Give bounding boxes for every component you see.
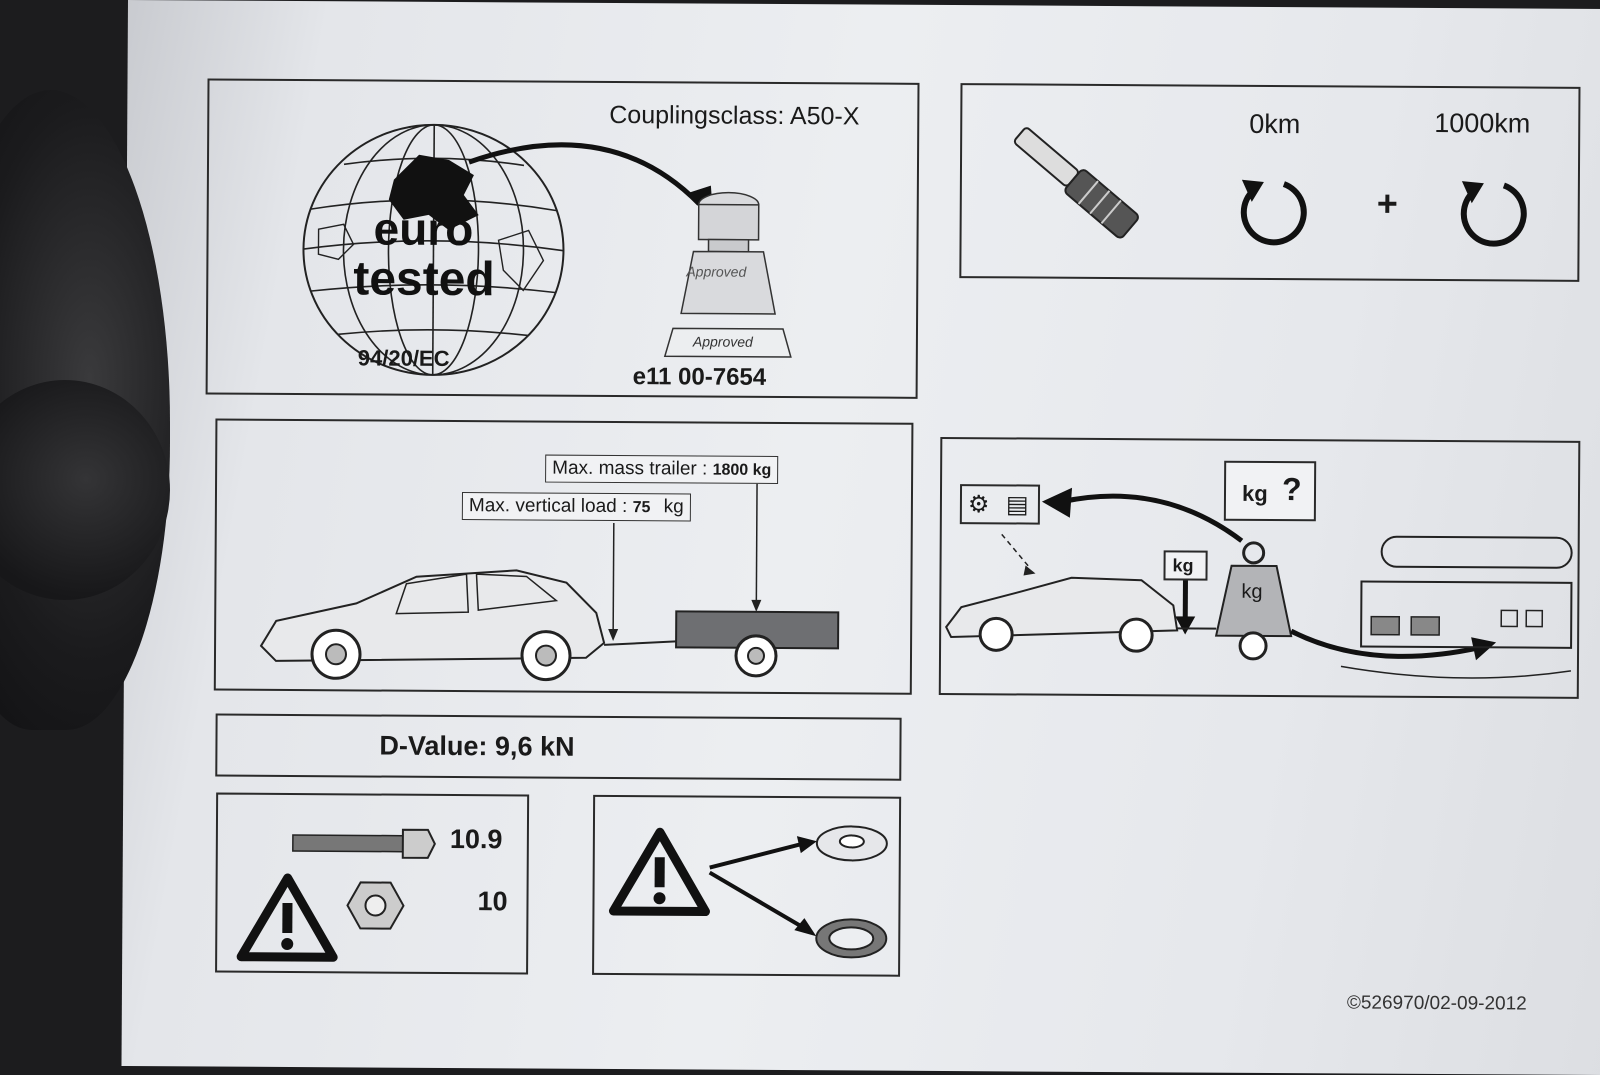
document-code: ©526970/02-09-2012 [1347, 992, 1527, 1015]
max-mass-trailer-value: 1800 kg [713, 462, 772, 479]
d-value-panel: D-Value: 9,6 kN [215, 714, 901, 781]
max-mass-trailer-label: Max. mass trailer : [552, 458, 707, 480]
max-mass-trailer-box: Max. mass trailer : 1800 kg [545, 455, 778, 484]
weighing-illustration [941, 439, 1583, 701]
bolt-grade: 10.9 [450, 824, 503, 855]
warning-icon [237, 873, 338, 962]
max-vertical-load-value: 75 [633, 499, 651, 516]
globe-text-tested: tested [353, 251, 495, 307]
instruction-sheet: Couplingsclass: A50-X euro tested 94/20/… [121, 0, 1600, 1075]
torque-wrench-icon [1001, 107, 1152, 258]
directive: 94/20/EC [358, 345, 450, 372]
d-value: D-Value: 9,6 kN [379, 731, 574, 763]
washer-panel [592, 795, 901, 977]
torque-stage1-label: 0km [1249, 109, 1300, 140]
max-vertical-load-box: Max. vertical load : 75 kg [462, 492, 691, 521]
washer-arrows [704, 838, 825, 939]
lock-washer-icon [814, 916, 889, 961]
stamp-label-top: Approved [686, 263, 746, 279]
flat-washer-icon [815, 823, 890, 863]
nut-grade: 10 [477, 886, 507, 917]
rotate-icon-stage2 [1451, 173, 1531, 253]
globe-text-euro: euro [373, 202, 473, 257]
torque-panel: 0km 1000km + [959, 83, 1580, 282]
car-with-trailer-illustration [256, 521, 857, 695]
torque-stage2-label: 1000km [1434, 108, 1530, 140]
nut-icon [345, 880, 405, 930]
max-vertical-load-label: Max. vertical load : [469, 495, 628, 517]
plus-sign: + [1377, 183, 1398, 225]
stamp-label-bottom: Approved [693, 333, 753, 349]
bolt-grade-panel: 10.9 10 [215, 793, 529, 975]
warning-icon [609, 827, 710, 916]
load-limits-panel: Max. mass trailer : 1800 kg Max. vertica… [214, 419, 914, 695]
rotate-icon-stage1 [1231, 172, 1311, 252]
approval-panel: Couplingsclass: A50-X euro tested 94/20/… [206, 78, 920, 398]
weighing-panel: kg ? ⚙ ▤ kg [939, 437, 1581, 699]
approval-number: e11 00-7654 [633, 363, 767, 392]
max-vertical-load-unit: kg [664, 496, 684, 517]
bolt-icon [293, 825, 443, 862]
weight-label: kg [1241, 581, 1262, 604]
